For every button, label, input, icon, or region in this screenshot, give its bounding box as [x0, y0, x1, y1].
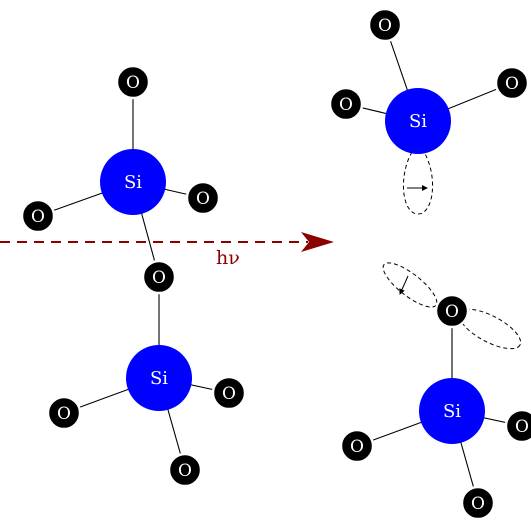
oxygen-label: O — [350, 437, 364, 457]
silicon-label: Si — [124, 172, 142, 193]
photon-label: hν — [216, 247, 240, 269]
spin-arrow-icon — [399, 275, 409, 295]
silicon-sphere — [100, 149, 166, 215]
left-molecule: Si Si O O O O O O — [20, 64, 247, 488]
oxygen-label: O — [515, 417, 529, 437]
oxygen-atom: O — [167, 452, 203, 488]
oxygen-atom: O — [328, 86, 364, 122]
oxygen-sphere — [185, 180, 221, 216]
oxygen-label: O — [126, 73, 140, 93]
silicon-label: Si — [443, 401, 461, 422]
oxygen-sphere — [367, 7, 403, 43]
silicon-sphere — [385, 88, 451, 154]
oxygen-sphere — [211, 375, 247, 411]
oxygen-atom: O — [211, 375, 247, 411]
oxygen-label: O — [152, 268, 166, 288]
oxygen-atom: O — [46, 395, 82, 431]
silicon-sphere — [419, 378, 485, 444]
oxygen-label: O — [222, 384, 236, 404]
bridging-oxygen-atom: O — [141, 259, 177, 295]
dangling-orbital-lobe — [402, 151, 434, 215]
oxygen-atom: O — [20, 198, 56, 234]
oxygen-label: O — [445, 302, 459, 322]
photon-beam: hν — [0, 232, 334, 269]
oxygen-sphere — [141, 259, 177, 295]
oxygen-sphere — [339, 428, 375, 464]
right-top-fragment: Si O O O — [328, 7, 530, 215]
oxygen-atom: O — [367, 7, 403, 43]
silicon-label: Si — [150, 368, 168, 389]
oxygen-sphere — [460, 485, 496, 520]
oxygen-sphere — [434, 293, 470, 329]
right-bottom-fragment: Si O O O O — [339, 262, 531, 520]
oxygen-sphere — [20, 198, 56, 234]
oxygen-label: O — [471, 494, 485, 514]
oxygen-sphere — [504, 408, 531, 444]
oxygen-atom: O — [494, 65, 530, 101]
oxygen-atom: O — [185, 180, 221, 216]
oxygen-label: O — [378, 16, 392, 36]
non-bridging-oxygen-atom: O — [434, 293, 470, 329]
oxygen-label: O — [339, 95, 353, 115]
silicon-atom: Si — [385, 88, 451, 154]
oxygen-atom: O — [460, 485, 496, 520]
oxygen-label: O — [196, 189, 210, 209]
silicon-atom: Si — [126, 345, 192, 411]
oxygen-label: O — [505, 74, 519, 94]
silicon-atom: Si — [100, 149, 166, 215]
oxygen-sphere — [167, 452, 203, 488]
arrowhead-icon — [301, 232, 334, 252]
oxygen-atom: O — [504, 408, 531, 444]
oxygen-atom: O — [339, 428, 375, 464]
oxygen-sphere — [46, 395, 82, 431]
oxygen-sphere — [115, 64, 151, 100]
oxygen-label: O — [178, 461, 192, 481]
silicon-label: Si — [409, 111, 427, 132]
oxygen-label: O — [31, 207, 45, 227]
dangling-orbital-lobe — [382, 262, 438, 308]
oxygen-sphere — [494, 65, 530, 101]
silicon-sphere — [126, 345, 192, 411]
oxygen-atom: O — [115, 64, 151, 100]
silicon-atom: Si — [419, 378, 485, 444]
oxygen-label: O — [57, 404, 71, 424]
oxygen-sphere — [328, 86, 364, 122]
